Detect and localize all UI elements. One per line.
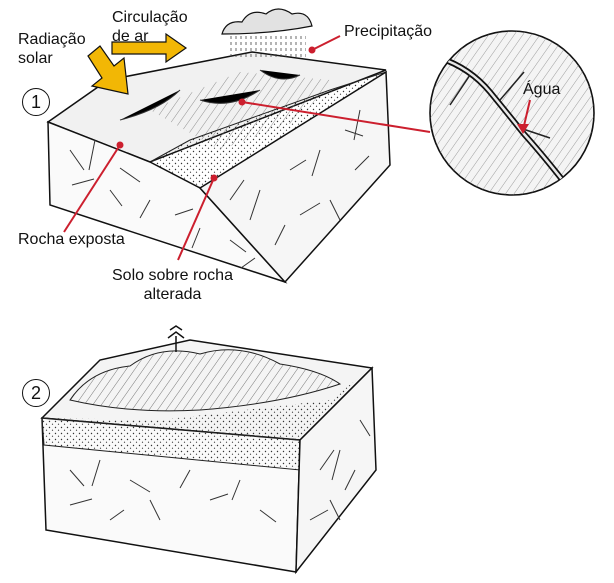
block-2 <box>40 325 377 575</box>
marker-1: 1 <box>22 88 50 116</box>
label-rocha-exposta: Rocha exposta <box>18 231 125 248</box>
rain-cloud <box>221 8 313 58</box>
pointer-lines <box>63 35 531 261</box>
block-2-right-face <box>295 366 377 575</box>
pointer-precipitacao <box>311 35 341 51</box>
pointer-rocha <box>63 144 121 233</box>
sun-radiation-arrow <box>87 45 129 95</box>
pointer-circle <box>241 101 431 133</box>
block-1-right-face <box>198 70 391 284</box>
tree-icon <box>167 325 185 352</box>
magnified-crack-circle <box>429 30 595 196</box>
block-1-joints <box>69 69 370 269</box>
block-2-soil <box>42 368 372 440</box>
block-2-joints <box>69 419 371 523</box>
block-2-hill <box>69 349 342 412</box>
label-precipitacao: Precipitação <box>344 23 433 40</box>
air-circulation-arrow <box>111 32 188 64</box>
block-1-hillslope <box>150 72 330 150</box>
label-agua: Água <box>523 81 561 98</box>
marker-2: 2 <box>22 379 50 407</box>
block-1 <box>46 51 391 284</box>
pointer-solo <box>177 177 215 261</box>
